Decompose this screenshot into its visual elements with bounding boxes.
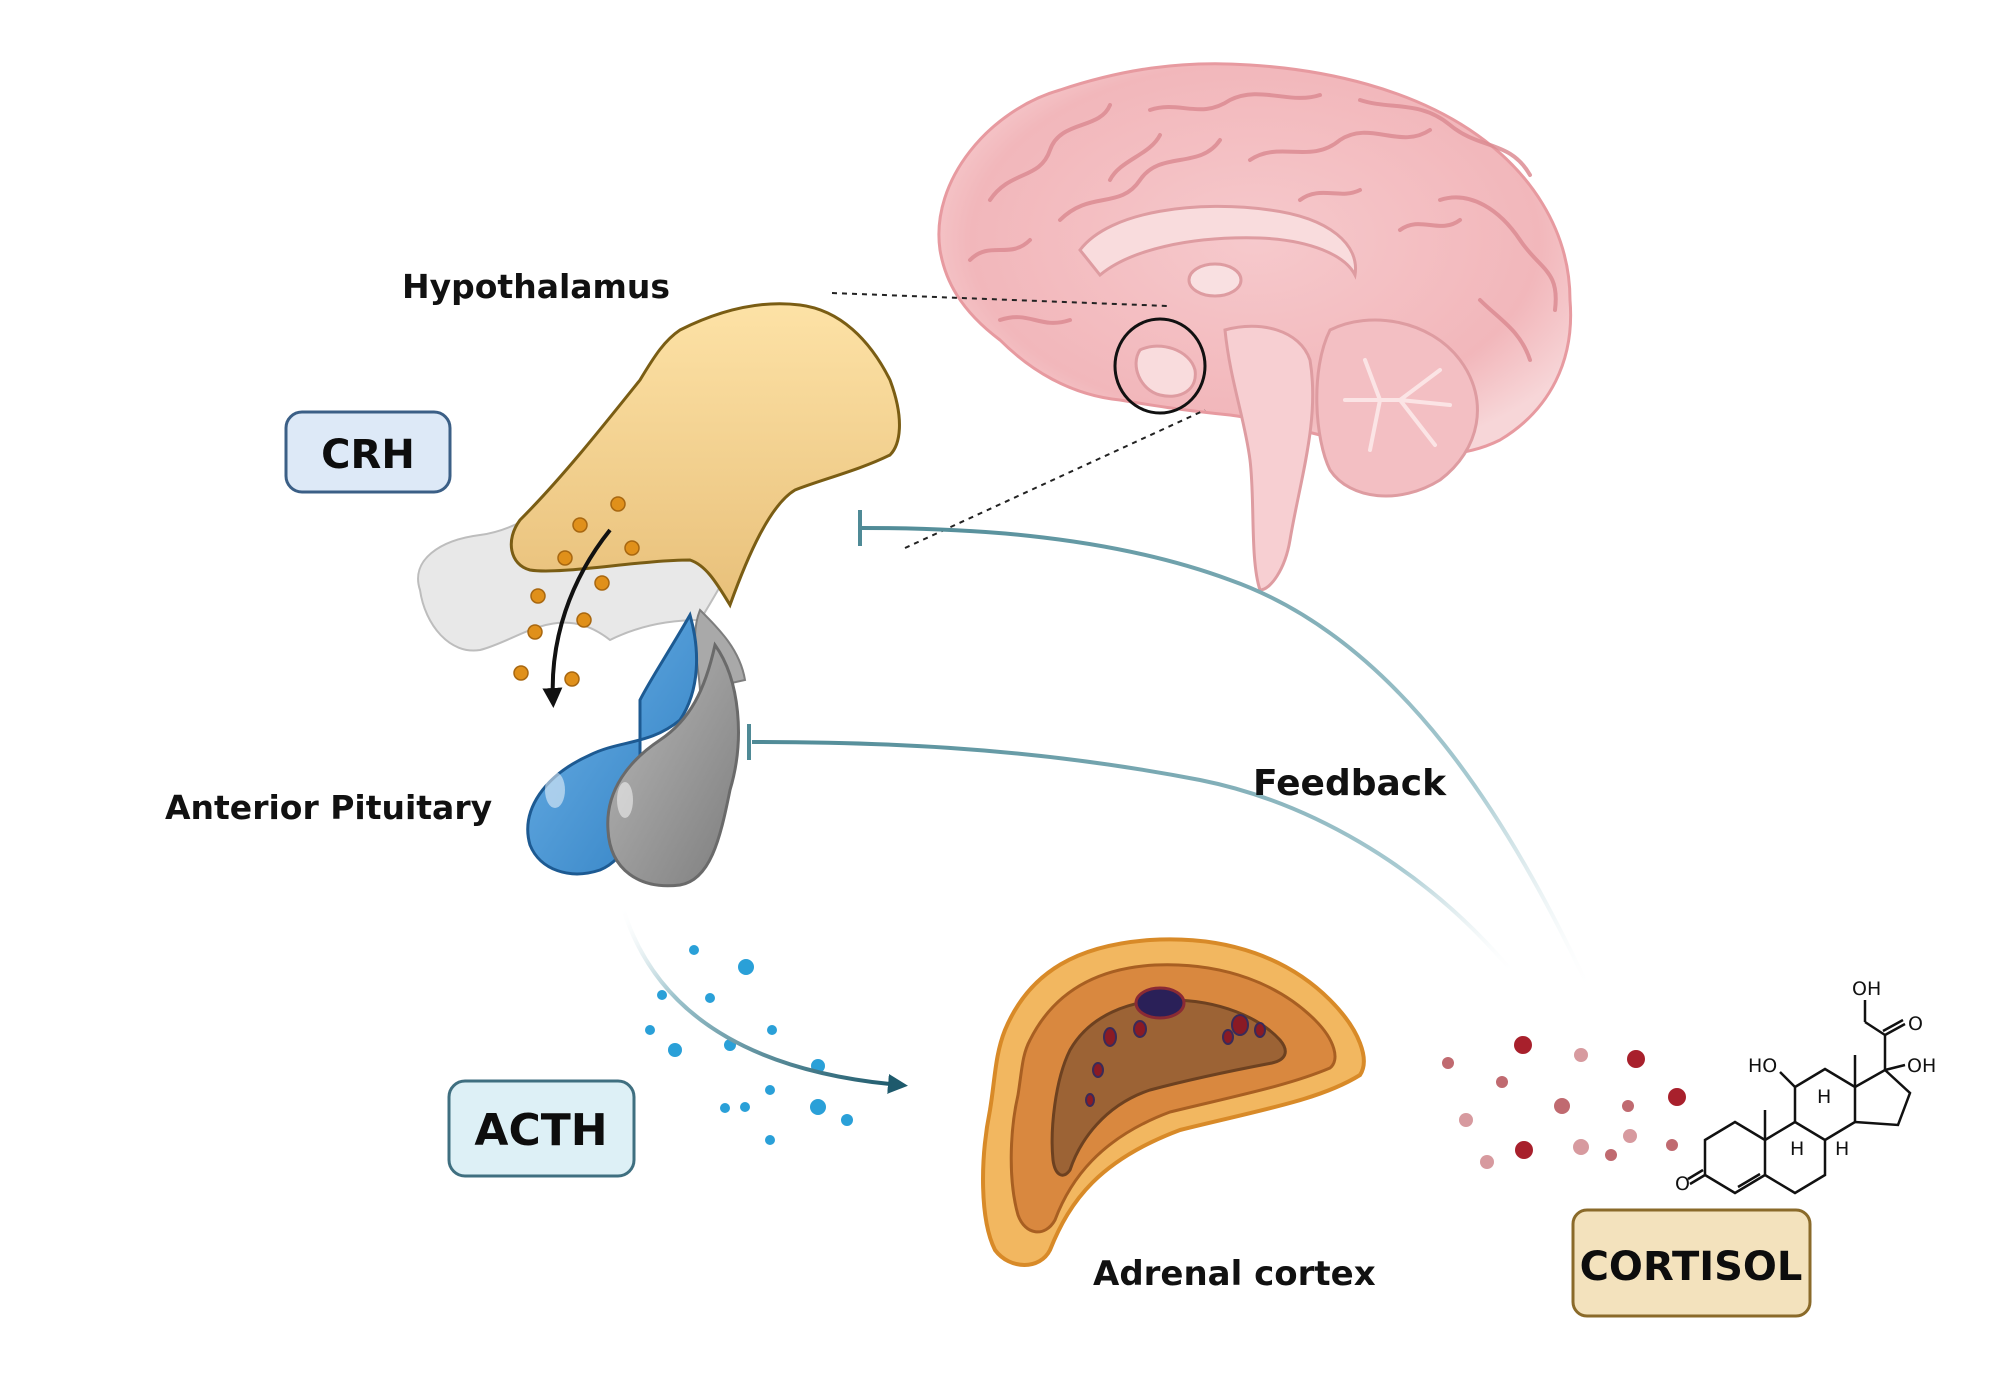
crh-label: CRH [321,432,415,478]
cortisol-label: CORTISOL [1580,1244,1803,1290]
acth-label: ACTH [474,1105,607,1156]
feedback-label: Feedback [1253,763,1447,804]
anterior-pituitary-label: Anterior Pituitary [165,788,492,827]
chem-ho-left: HO [1748,1055,1777,1077]
pituitary-leader-line [904,409,1206,549]
chem-h-c: H [1835,1138,1849,1160]
brainstem [1223,324,1315,592]
chem-h-a: H [1817,1086,1831,1108]
posterior-lobe-highlight [617,782,633,818]
anterior-lobe-highlight [545,772,565,808]
chem-oh-right: OH [1907,1055,1936,1077]
adrenal-vein-large [1134,986,1186,1020]
acth-arrow [620,904,908,1094]
cerebellum [1315,318,1479,498]
hypothalamus-pituitary-illustration [417,302,901,888]
acth-box: ACTH [447,1079,636,1178]
chem-oh-top: OH [1852,978,1881,1000]
crh-particles [513,496,640,687]
adrenal-vessels [1085,1014,1266,1107]
corpus-callosum [1078,204,1358,280]
brain-hypothalamus-region [1134,344,1197,398]
crh-release-arrow [542,528,612,708]
chem-ketone-side: O [1908,1013,1923,1035]
chem-h-b: H [1790,1138,1804,1160]
feedback-line-hypothalamus [861,526,1594,996]
crh-box: CRH [284,410,452,494]
thalamus [1187,262,1243,298]
brain-gyri [968,92,1558,362]
brain-illustration [937,62,1573,592]
adrenal-cortex-label: Adrenal cortex [1093,1254,1376,1294]
posterior-pituitary-lobe [606,641,740,888]
acth-particles [645,945,853,1145]
cortisol-box: CORTISOL [1571,1208,1812,1318]
cerebellum-arbor-vitae [1343,358,1452,452]
chem-ketone-ring: O [1675,1173,1690,1195]
hypothalamus-highlight-circle [1113,317,1207,415]
adrenal-cortex-illustration [981,937,1366,1267]
cortisol-atom-labels: OH O OH HO H H H O [1675,978,1936,1195]
cortisol-particles [1442,1036,1686,1169]
feedback-line-pituitary [751,740,1517,977]
hypothalamus-leader-line [831,292,1169,307]
hypothalamus-label: Hypothalamus [402,267,670,306]
cortisol-molecule [1687,1000,1912,1195]
